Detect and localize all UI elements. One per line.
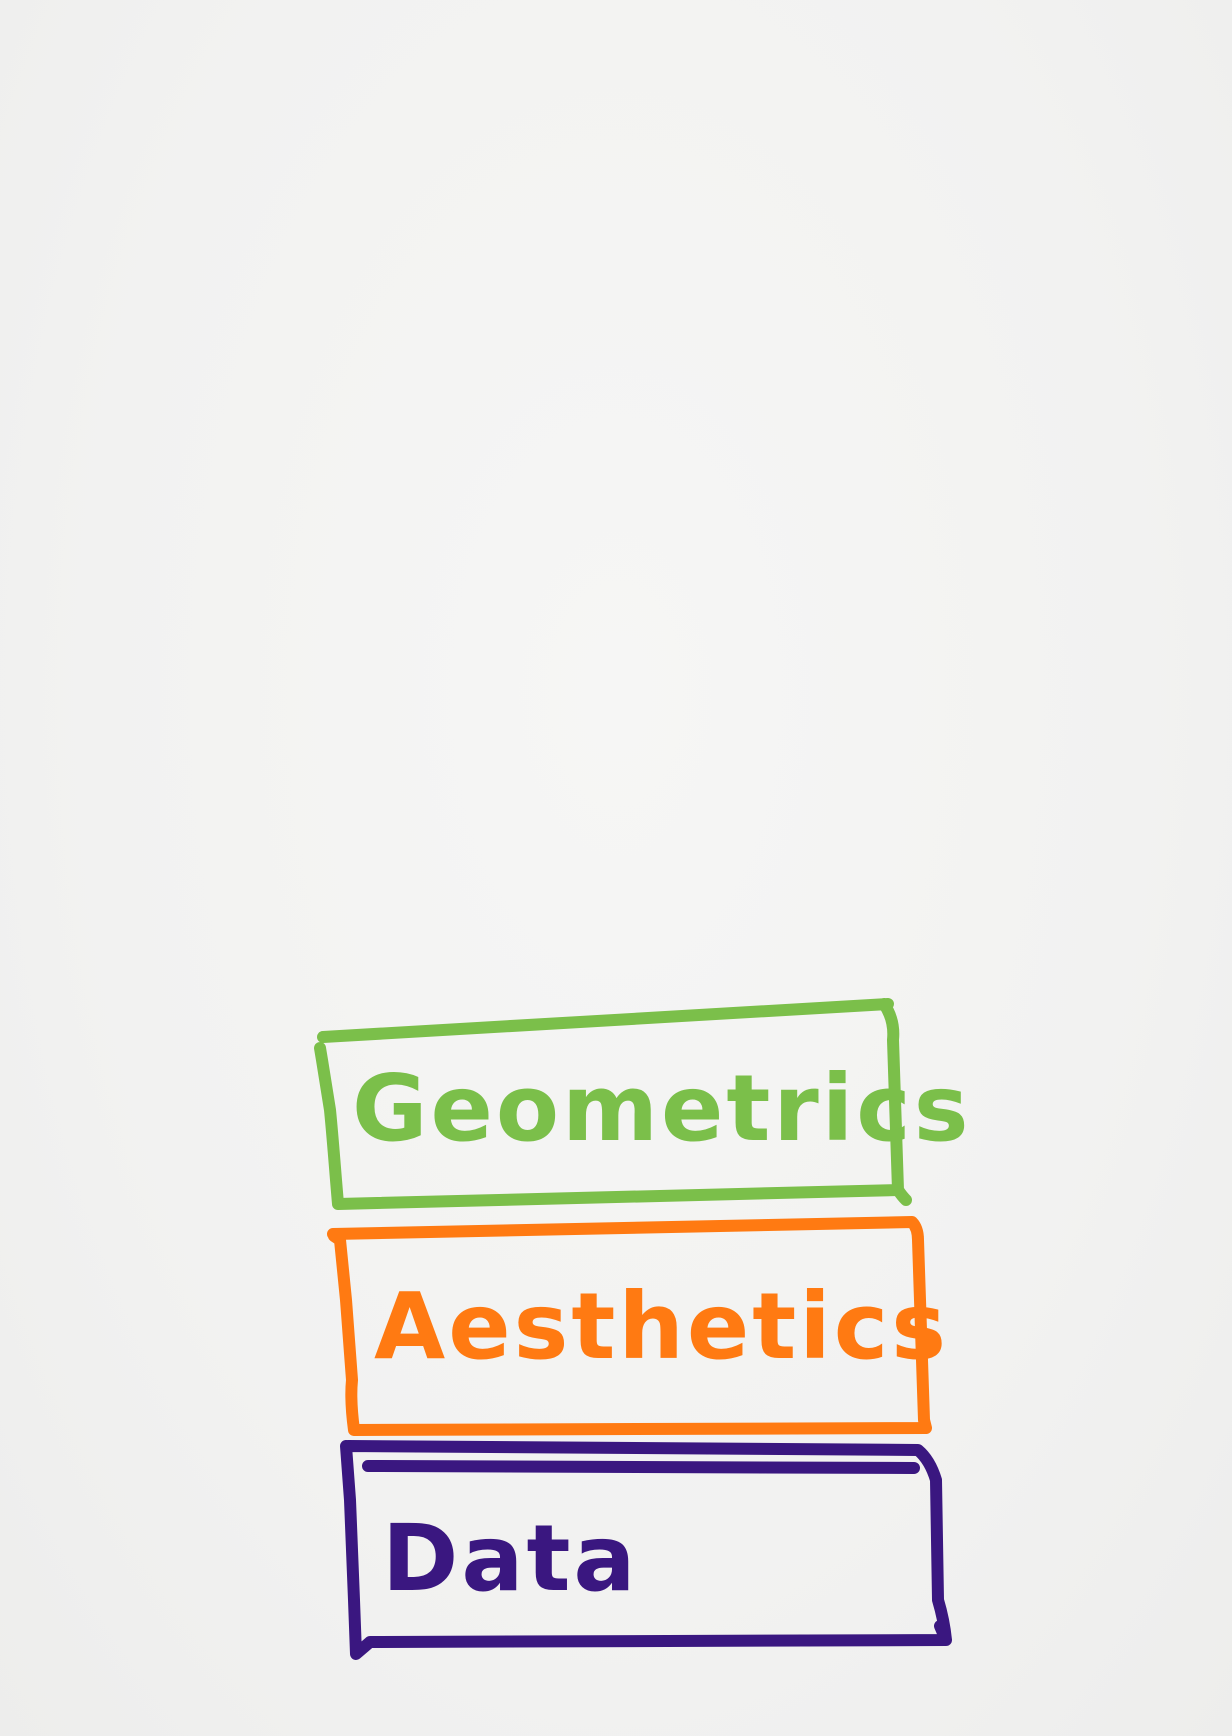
geometrics-box <box>314 998 912 1210</box>
aesthetics-box <box>327 1216 932 1436</box>
layer-aesthetics: Aesthetics <box>327 1216 949 1436</box>
geometrics-label: Geometrics <box>352 1055 972 1162</box>
data-box <box>340 1440 952 1660</box>
data-label: Data <box>382 1505 639 1612</box>
aesthetics-label: Aesthetics <box>374 1273 949 1380</box>
layer-data: Data <box>340 1440 952 1660</box>
layer-geometrics: Geometrics <box>314 998 972 1210</box>
